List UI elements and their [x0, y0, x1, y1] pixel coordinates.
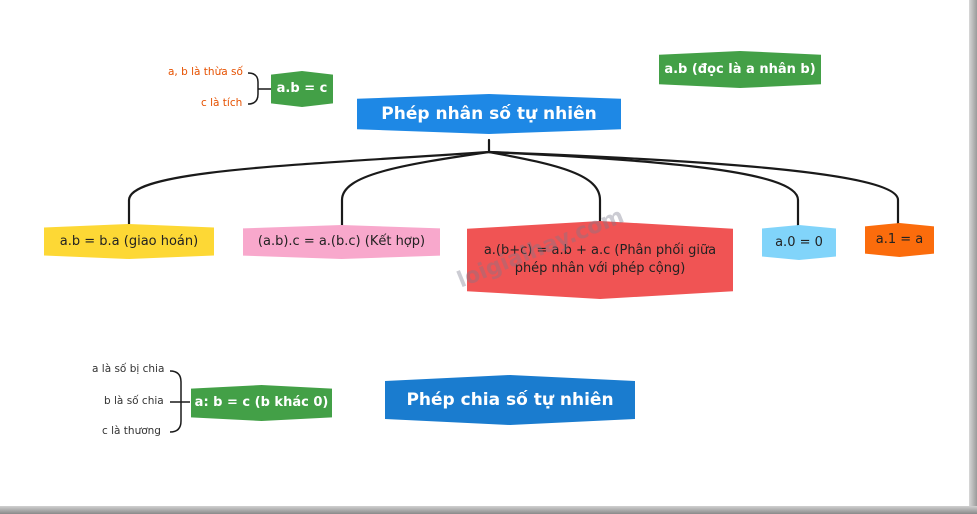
branch-distributive: [487, 150, 602, 224]
distributive-line-1: a.(b+c) = a.b + a.c (Phân phối giữa: [483, 243, 717, 259]
distributive-line-2: phép nhân với phép cộng): [514, 261, 686, 276]
property-one-node[interactable]: a.1 = a: [865, 223, 934, 257]
property-associative-node[interactable]: (a.b).c = a.(b.c) (Kết hợp): [243, 225, 440, 259]
multiplication-definition-node[interactable]: a.b = c: [271, 71, 333, 107]
brace-division-definition: [169, 370, 190, 433]
divisor-note: b là số chia: [104, 395, 164, 407]
property-zero-node[interactable]: a.0 = 0: [762, 225, 836, 260]
dividend-note: a là số bị chia: [92, 363, 165, 375]
frame-shadow-right: [969, 0, 977, 514]
multiplication-reading-node[interactable]: a.b (đọc là a nhân b): [659, 51, 821, 88]
factor-note: a, b là thừa số: [168, 66, 243, 78]
quotient-note: c là thương: [102, 425, 161, 437]
division-root-node[interactable]: Phép chia số tự nhiên: [385, 375, 635, 425]
frame-shadow-bottom: [0, 506, 977, 514]
product-note: c là tích: [201, 97, 243, 109]
branch-one: [487, 150, 900, 226]
multiplication-root-node[interactable]: Phép nhân số tự nhiên: [357, 94, 621, 134]
property-commutative-node[interactable]: a.b = b.a (giao hoán): [44, 224, 214, 259]
branch-commutative: [127, 138, 491, 227]
property-distributive-node[interactable]: a.(b+c) = a.b + a.c (Phân phối giữa phép…: [467, 221, 733, 299]
brace-multiplication-definition: [247, 72, 272, 105]
division-definition-node[interactable]: a: b = c (b khác 0): [191, 385, 332, 421]
branch-zero: [487, 150, 800, 228]
branch-associative: [340, 150, 491, 228]
